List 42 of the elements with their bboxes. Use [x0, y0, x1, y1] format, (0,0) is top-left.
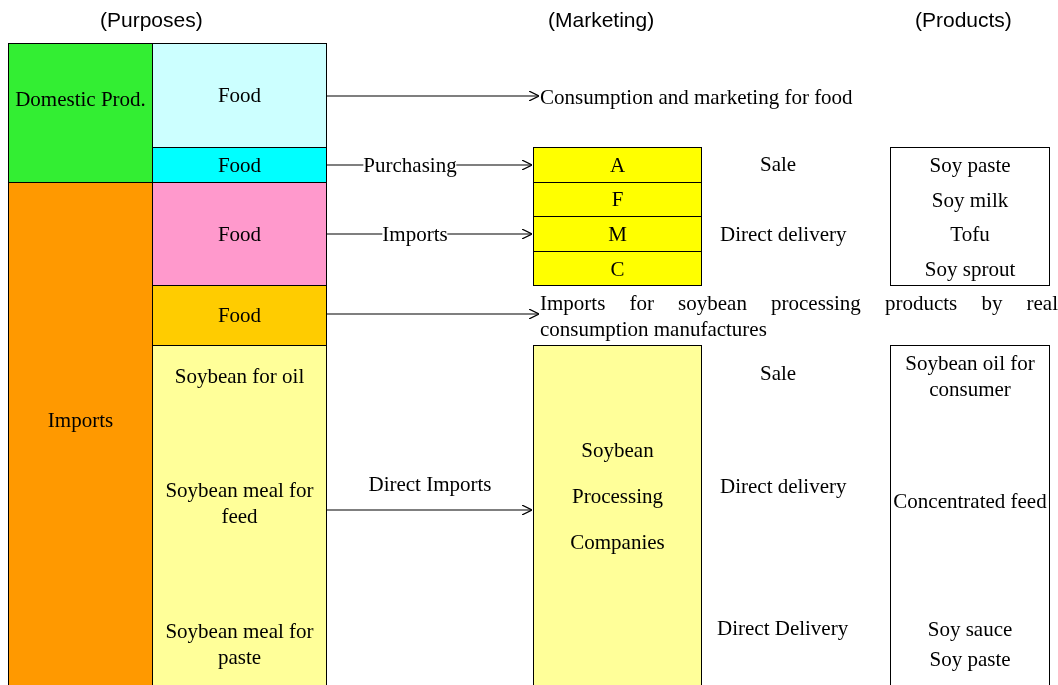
column-header: (Products) — [915, 8, 1012, 32]
category-box: Food — [152, 43, 327, 148]
category-box — [8, 182, 153, 685]
product-box — [890, 147, 1050, 286]
item-text: Soybean oil for consumer — [904, 349, 1036, 403]
category-box: Food — [152, 147, 327, 183]
item-text: Soy sauce — [926, 615, 1014, 643]
note-text: Consumption and marketing for food — [540, 83, 854, 111]
column-header: (Purposes) — [100, 8, 203, 32]
item-text: C — [609, 256, 626, 284]
channel-text: Direct delivery — [720, 474, 847, 499]
category-box: Food — [152, 182, 327, 286]
item-text: Soybean Processing Companies — [569, 436, 666, 557]
item-text: M — [534, 217, 701, 252]
column-header: (Marketing) — [548, 8, 655, 32]
note-text: Imports for soybean processing products by real consumption manufactures — [540, 289, 1058, 343]
product-box — [890, 345, 1050, 685]
channel-text: Sale — [760, 361, 797, 386]
category-box — [8, 43, 153, 183]
arrow — [326, 90, 540, 102]
channel-text: Direct Delivery — [717, 616, 849, 641]
item-text: Imports — [46, 407, 115, 435]
category-box: Food — [152, 285, 327, 346]
item-text: Soybean for oil — [173, 362, 306, 390]
item-text: A — [534, 148, 701, 183]
item-text: F — [534, 183, 701, 217]
category-box — [152, 345, 327, 685]
arrow — [326, 504, 533, 516]
item-text: Soy paste — [928, 152, 1012, 180]
item-text: Soybean meal for paste — [164, 617, 315, 671]
item-text: Domestic Prod. — [14, 85, 147, 113]
item-text: Soy milk — [930, 186, 1010, 214]
item-text: Soy sprout — [923, 256, 1017, 284]
company-box — [533, 345, 702, 685]
item-text: Tofu — [949, 221, 991, 249]
arrow — [326, 308, 540, 320]
item-text: Concentrated feed — [892, 487, 1048, 515]
company-box — [533, 147, 702, 286]
item-text: Soy paste — [928, 645, 1012, 673]
channel-text: Direct delivery — [720, 222, 847, 247]
channel-text: Sale — [760, 152, 797, 177]
item-text: Soybean meal for feed — [164, 476, 315, 530]
